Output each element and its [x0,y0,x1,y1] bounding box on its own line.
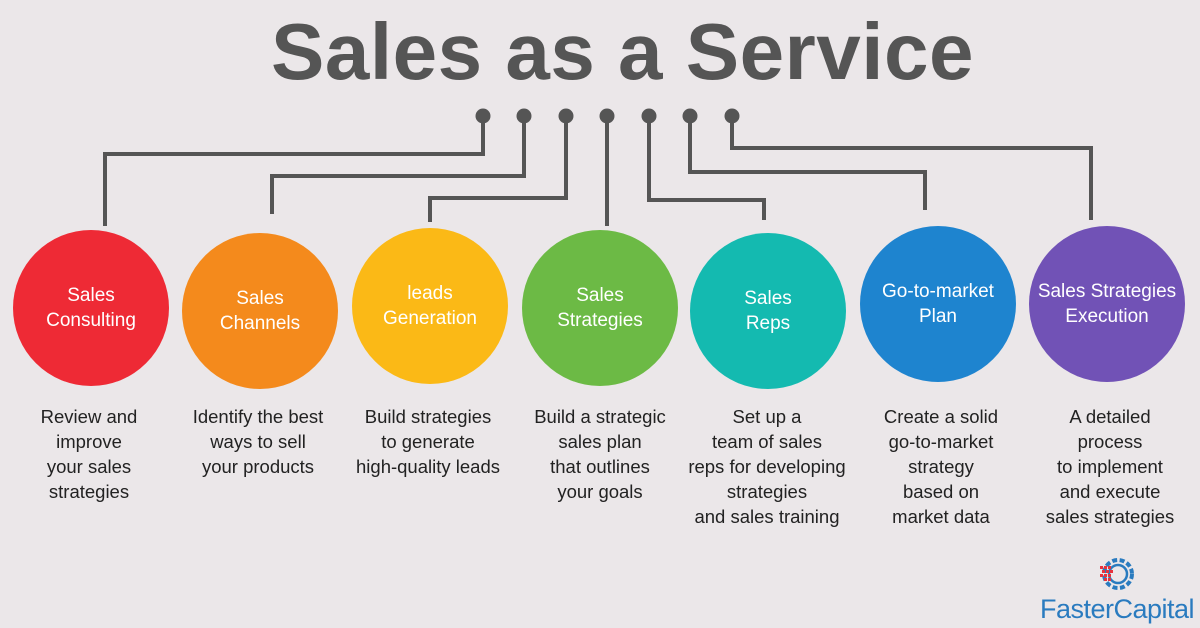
connector-line-1 [103,117,485,226]
connector-dot-2 [516,108,532,124]
connector-line-6 [688,117,927,210]
circle-sales-consulting: Sales Consulting [13,230,169,386]
circle-sales-channels: Sales Channels [182,233,338,389]
logo-word-faster: Faster [1039,594,1114,624]
connector-dot-6 [682,108,698,124]
connector-dot-1 [475,108,491,124]
circle-sales-strategies: Sales Strategies [522,230,678,386]
circle-label: Sales Channels [219,288,301,334]
logo-wordmark: FasterCapital [1034,594,1200,625]
connector-line-5 [647,117,766,220]
circle-label: Go-to-market Plan [882,281,994,327]
circle-label: Sales Reps [744,288,792,334]
circle-label: Sales Strategies Execution [1037,281,1177,327]
connector-dot-5 [641,108,657,124]
description-sales-channels: Identify the best ways to sell your prod… [192,406,324,477]
description-sales-strategies: Build a strategic sales plan that outlin… [534,406,666,502]
circle-label: Sales Consulting [46,285,136,331]
connector-dot-4 [599,108,615,124]
circle-sales-strategies-execution: Sales Strategies Execution [1029,226,1185,382]
gear-icon [1100,558,1134,590]
circle-label: leads Generation [382,283,477,329]
description-sales-reps: Set up a team of sales reps for developi… [688,406,846,527]
fastercapital-logo: FasterCapital [1034,556,1200,628]
logo-word-capital: Capital [1113,594,1195,624]
connector-line-7 [730,117,1093,220]
circle-go-to-market-plan: Go-to-market Plan [860,226,1016,382]
description-sales-consulting: Review and improve your sales strategies [40,406,138,502]
connector-dot-3 [558,108,574,124]
description-go-to-market-plan: Create a solid go-to-market strategy bas… [883,406,999,527]
circle-sales-reps: Sales Reps [690,233,846,389]
connector-line-3 [428,117,568,222]
page-title: Sales as a Service [271,7,974,96]
connector-dot-7 [724,108,740,124]
description-leads-generation: Build strategies to generate high-qualit… [356,406,500,477]
circle-label: Sales Strategies [557,285,643,331]
description-sales-strategies-execution: A detailed process to implement and exec… [1045,406,1175,527]
connector-line-2 [270,117,526,214]
circle-leads-generation: leads Generation [352,228,508,384]
